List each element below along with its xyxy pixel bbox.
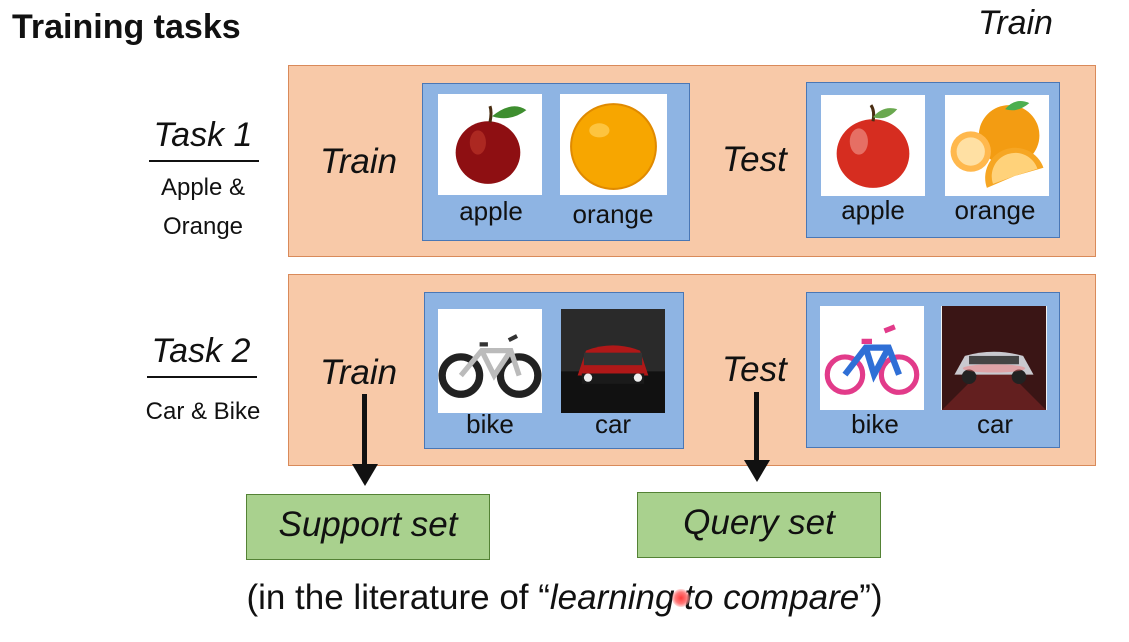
- task-1-train-panel: apple orange: [422, 83, 690, 241]
- query-arrow-head: [744, 460, 770, 482]
- slide-title: Training tasks: [12, 8, 241, 46]
- caption: (in the literature of “learning to compa…: [0, 578, 1129, 618]
- orange-image: [560, 94, 667, 195]
- query-set-label: Query set: [683, 503, 835, 542]
- task-1-test-label: Test: [722, 140, 787, 179]
- task-2-test-label: Test: [722, 350, 787, 389]
- apple-image: [821, 95, 925, 196]
- task-1-train-label: Train: [320, 142, 398, 181]
- task-2-test-car-label: car: [976, 409, 1014, 439]
- task-2-underline: [147, 376, 257, 378]
- query-set-box: Query set: [637, 492, 881, 558]
- caption-emphasis: learning to compare: [549, 578, 860, 617]
- task-1-description: Apple & Orange: [130, 168, 276, 246]
- task-1-description-line1: Apple &: [160, 174, 246, 201]
- task-2-train-label: Train: [320, 353, 398, 392]
- task-1-name: Task 1: [153, 116, 253, 154]
- task-2-test-panel: bike car: [806, 292, 1060, 448]
- caption-suffix: ”): [859, 578, 883, 617]
- task-2-description: Car & Bike: [145, 398, 261, 425]
- task-2-train-car-label: car: [594, 409, 632, 439]
- support-set-label: Support set: [278, 505, 458, 544]
- task-1-underline: [149, 160, 259, 162]
- task-1-train-orange-label: orange: [572, 199, 654, 229]
- orange-slices-image: [945, 95, 1049, 196]
- apple-image: [438, 94, 542, 195]
- task-2-train-panel: bike car: [424, 292, 684, 449]
- task-1-description-line2: Orange: [162, 213, 244, 240]
- top-right-label: Train: [978, 4, 1053, 42]
- task-2-train-bike-label: bike: [466, 409, 514, 439]
- support-arrow-shaft: [362, 394, 367, 464]
- task-2-name: Task 2: [151, 332, 251, 370]
- caption-prefix: (in the literature of “: [246, 578, 550, 617]
- task-1-test-orange-label: orange: [954, 195, 1036, 225]
- task-1-train-apple-label: apple: [459, 196, 523, 226]
- laser-pointer-dot: [672, 589, 690, 607]
- kids-bike-image: [820, 306, 924, 410]
- query-arrow-shaft: [754, 392, 759, 460]
- task-1-test-panel: apple orange: [806, 82, 1060, 238]
- car-image: [561, 309, 665, 413]
- bike-image: [438, 309, 542, 413]
- support-set-box: Support set: [246, 494, 490, 560]
- car-image: [941, 306, 1047, 410]
- task-2-test-bike-label: bike: [851, 409, 899, 439]
- task-1-test-apple-label: apple: [841, 195, 905, 225]
- support-arrow-head: [352, 464, 378, 486]
